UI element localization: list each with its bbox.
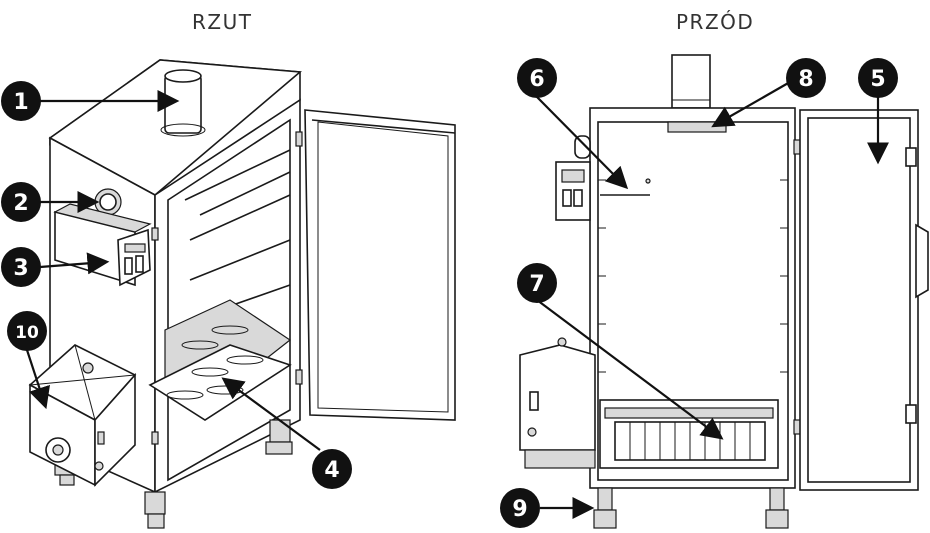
callout-5: 5 xyxy=(858,58,898,98)
svg-text:10: 10 xyxy=(15,323,39,343)
callout-arrows xyxy=(25,81,889,519)
svg-text:6: 6 xyxy=(529,67,544,92)
callout-8: 8 xyxy=(786,58,826,98)
callout-7: 7 xyxy=(517,263,557,303)
front-cabinet xyxy=(589,54,802,529)
iso-door xyxy=(304,109,456,421)
callout-2: 2 xyxy=(1,182,41,222)
front-door xyxy=(799,109,929,491)
svg-text:3: 3 xyxy=(13,256,28,281)
iso-smoke-generator xyxy=(28,344,137,487)
svg-text:2: 2 xyxy=(13,191,28,216)
front-smoke-generator xyxy=(519,337,596,469)
view-title-rzut: RZUT xyxy=(192,10,253,34)
svg-text:5: 5 xyxy=(870,67,885,92)
callout-1: 1 xyxy=(1,81,41,121)
svg-text:4: 4 xyxy=(324,458,339,483)
callout-9: 9 xyxy=(500,488,540,528)
front-controller xyxy=(555,135,591,221)
svg-text:9: 9 xyxy=(512,497,527,522)
callout-6: 6 xyxy=(517,58,557,98)
iso-thermometer xyxy=(94,188,122,216)
svg-text:8: 8 xyxy=(798,67,813,92)
view-title-przod: PRZÓD xyxy=(676,10,755,34)
callout-10: 10 xyxy=(7,311,47,351)
callout-3: 3 xyxy=(1,247,41,287)
svg-text:7: 7 xyxy=(529,272,544,297)
callout-4: 4 xyxy=(312,449,352,489)
svg-text:1: 1 xyxy=(13,90,28,115)
